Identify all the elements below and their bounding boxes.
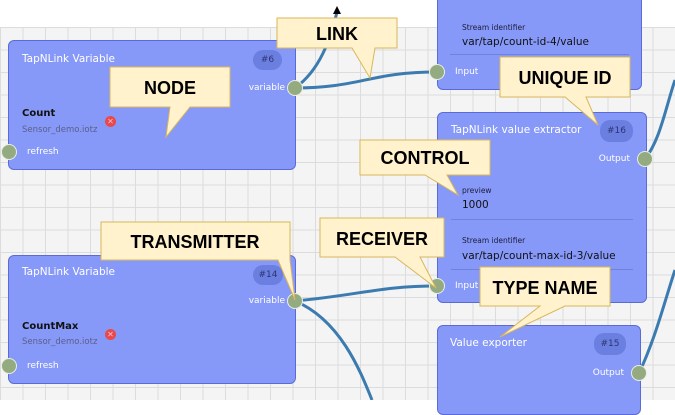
input-port[interactable] [429,64,445,80]
preview-value[interactable]: 1000 [462,199,489,211]
output-port[interactable] [637,151,653,167]
output-port-label: variable [248,83,285,93]
variable-file: Sensor_demo.iotz [22,337,98,347]
node-type-name: Value exporter [450,337,527,349]
node-id-badge: #15 [594,333,626,355]
callout-node: NODE [109,66,231,139]
stream-identifier-value[interactable]: var/tap/count-id-4/value [462,36,589,48]
callouts-layer: LINK NODE UNIQUE ID CONTROL TRANSMITTER … [100,17,631,338]
stream-identifier-label: Stream identifier [462,23,526,32]
input-port-label: refresh [27,361,59,371]
output-port-label: variable [248,296,285,306]
variable-name: Count [22,108,56,119]
node-type-name: TapNLink value extractor [451,124,582,136]
output-port-label: Output [592,368,624,378]
remove-icon[interactable]: ✕ [105,116,116,127]
stream-identifier-label: Stream identifier [462,236,526,245]
node-id-badge: #6 [253,50,282,70]
stream-identifier-value[interactable]: var/tap/count-max-id-3/value [462,250,616,262]
input-port-label: Input [455,67,479,77]
svg-text:RECEIVER: RECEIVER [336,229,428,249]
callout-control: CONTROL [359,139,491,197]
preview-label: preview [462,186,492,195]
link[interactable] [294,70,438,90]
node-type-name: TapNLink Variable [22,266,115,278]
input-port-label: Input [455,281,479,291]
link[interactable] [637,269,675,374]
svg-text:LINK: LINK [316,24,358,44]
svg-text:UNIQUE ID: UNIQUE ID [518,68,611,88]
node-tapnlink-variable-14[interactable]: TapNLink Variable #14 variable CountMax … [8,255,296,384]
callout-link: LINK [276,17,398,80]
remove-icon[interactable]: ✕ [105,329,116,340]
divider [450,54,629,55]
divider [451,219,633,220]
node-id-badge: #16 [600,120,633,142]
arrow-up-icon [333,6,341,14]
callout-type-name: TYPE NAME [479,266,611,338]
node-id-badge: #14 [253,265,283,285]
svg-text:TYPE NAME: TYPE NAME [492,278,597,298]
node-type-name: TapNLink Variable [22,53,115,65]
input-port[interactable] [1,358,17,374]
input-port-label: refresh [27,147,59,157]
output-port[interactable] [287,80,303,96]
link[interactable] [294,299,374,400]
callout-unique-id: UNIQUE ID [499,56,631,126]
input-port[interactable] [1,144,17,160]
output-port-label: Output [598,154,630,164]
svg-text:NODE: NODE [144,78,196,98]
callout-transmitter: TRANSMITTER [100,221,296,301]
variable-file: Sensor_demo.iotz [22,125,98,135]
callout-receiver: RECEIVER [319,217,445,289]
link[interactable] [294,284,438,303]
output-port[interactable] [287,293,303,309]
output-port[interactable] [631,365,647,381]
variable-name: CountMax [22,321,79,332]
svg-text:CONTROL: CONTROL [381,148,470,168]
svg-text:TRANSMITTER: TRANSMITTER [131,232,260,252]
